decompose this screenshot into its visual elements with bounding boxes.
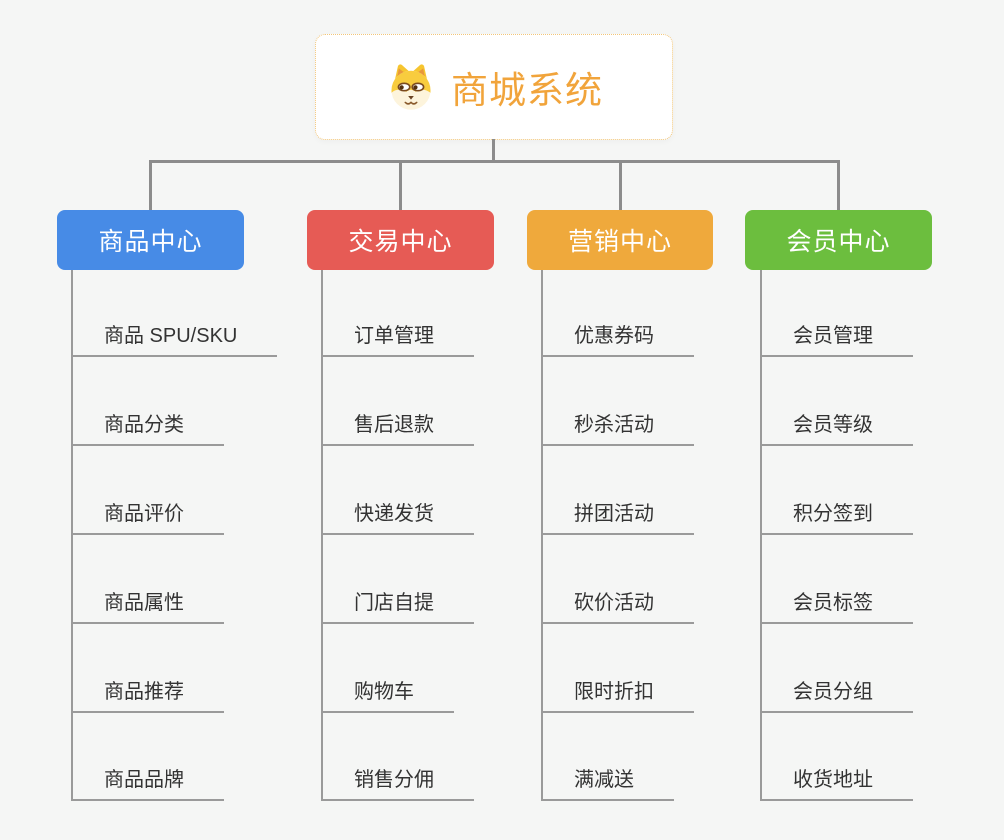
leaf-node[interactable]: 门店自提 bbox=[321, 590, 474, 624]
leaf-node[interactable]: 优惠券码 bbox=[541, 323, 694, 357]
leaf-node[interactable]: 会员标签 bbox=[760, 590, 913, 624]
child-line-trade bbox=[321, 270, 323, 801]
connector-horizontal-bar bbox=[149, 160, 839, 163]
leaf-node[interactable]: 商品推荐 bbox=[71, 679, 224, 713]
leaf-node[interactable]: 砍价活动 bbox=[541, 590, 694, 624]
leaf-node[interactable]: 商品分类 bbox=[71, 412, 224, 446]
connector-drop-trade bbox=[399, 160, 402, 210]
leaf-node[interactable]: 秒杀活动 bbox=[541, 412, 694, 446]
dog-face-icon bbox=[391, 64, 431, 110]
connector-drop-product bbox=[149, 160, 152, 210]
root-node-mall-system[interactable]: 商城系统 bbox=[315, 34, 673, 140]
connector-drop-marketing bbox=[619, 160, 622, 210]
leaf-node[interactable]: 商品评价 bbox=[71, 501, 224, 535]
child-line-product bbox=[71, 270, 73, 801]
leaf-node[interactable]: 会员管理 bbox=[760, 323, 913, 357]
leaf-node[interactable]: 快递发货 bbox=[321, 501, 474, 535]
branch-node-product-center[interactable]: 商品中心 bbox=[57, 210, 244, 270]
leaf-node[interactable]: 收货地址 bbox=[760, 767, 913, 801]
child-line-marketing bbox=[541, 270, 543, 801]
leaf-node[interactable]: 限时折扣 bbox=[541, 679, 694, 713]
root-title: 商城系统 bbox=[451, 70, 603, 111]
branch-label: 交易中心 bbox=[348, 228, 453, 256]
connector-drop-member bbox=[837, 160, 840, 210]
leaf-node[interactable]: 商品品牌 bbox=[71, 767, 224, 801]
branch-label: 营销中心 bbox=[567, 228, 672, 256]
branch-label: 会员中心 bbox=[786, 228, 891, 256]
leaf-node[interactable]: 销售分佣 bbox=[321, 767, 474, 801]
leaf-node[interactable]: 拼团活动 bbox=[541, 501, 694, 535]
branch-label: 商品中心 bbox=[98, 228, 203, 256]
branch-node-member-center[interactable]: 会员中心 bbox=[745, 210, 932, 270]
branch-node-trade-center[interactable]: 交易中心 bbox=[307, 210, 494, 270]
leaf-node[interactable]: 售后退款 bbox=[321, 412, 474, 446]
leaf-node[interactable]: 购物车 bbox=[321, 679, 454, 713]
leaf-node[interactable]: 订单管理 bbox=[321, 323, 474, 357]
leaf-node[interactable]: 积分签到 bbox=[760, 501, 913, 535]
connector-root-stem bbox=[492, 139, 495, 163]
leaf-node[interactable]: 会员等级 bbox=[760, 412, 913, 446]
branch-node-marketing-center[interactable]: 营销中心 bbox=[527, 210, 713, 270]
child-line-member bbox=[760, 270, 762, 801]
leaf-node[interactable]: 会员分组 bbox=[760, 679, 913, 713]
leaf-node[interactable]: 满减送 bbox=[541, 767, 674, 801]
leaf-node[interactable]: 商品 SPU/SKU bbox=[71, 323, 278, 357]
leaf-node[interactable]: 商品属性 bbox=[71, 590, 224, 624]
